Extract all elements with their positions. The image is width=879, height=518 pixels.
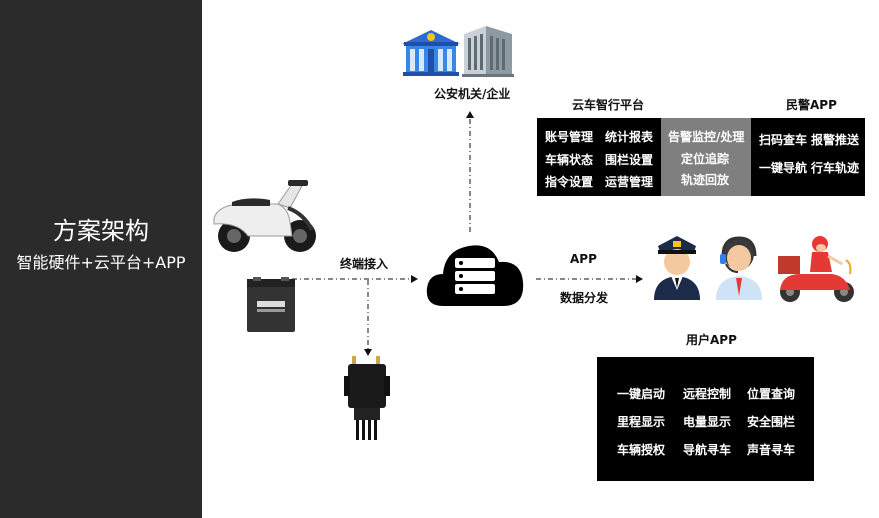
customer-service-icon (716, 236, 762, 300)
user-feature: 一键启动 (617, 387, 666, 401)
cloud-feature: 轨迹回放 (681, 173, 730, 187)
cloud-feature: 围栏设置 (605, 153, 654, 167)
police-feature: 行车轨迹 (811, 161, 860, 175)
label-cloud-platform: 云车智行平台 (572, 98, 645, 112)
label-data-distribution: 数据分发 (560, 291, 609, 305)
cloud-feature: 告警监控/处理 (668, 130, 745, 144)
label-police-company: 公安机关/企业 (434, 87, 511, 101)
label-police-app: 民警APP (786, 98, 837, 112)
cloud-server-icon (426, 245, 524, 306)
electric-scooter-icon (213, 180, 316, 252)
cloud-feature: 统计报表 (605, 130, 654, 144)
cloud-feature: 账号管理 (545, 130, 594, 144)
label-user-app: 用户APP (686, 333, 737, 347)
cloud-feature: 指令设置 (545, 175, 594, 189)
cloud-feature: 定位追踪 (681, 152, 730, 166)
government-buildings-icon (402, 26, 514, 77)
sidebar-subtitle: 智能硬件+云平台+APP (16, 253, 186, 272)
user-feature: 车辆授权 (617, 443, 666, 457)
user-app-features: 一键启动 远程控制 位置查询 里程显示 电量显示 安全围栏 车辆授权 导航寻车 … (597, 357, 814, 481)
user-feature: 导航寻车 (683, 443, 732, 457)
gps-tracker-icon (344, 356, 390, 440)
user-feature: 电量显示 (683, 415, 732, 429)
police-officer-icon (654, 236, 700, 300)
police-app-features: 扫码查车 报警推送 一键导航 行车轨迹 (751, 118, 865, 196)
sidebar-title: 方案架构 (53, 217, 149, 245)
battery-controller-icon (247, 277, 295, 332)
cloud-platform-features: 账号管理 车辆状态 指令设置 统计报表 围栏设置 运营管理 告警监控/处理 定位… (537, 118, 751, 196)
user-feature: 位置查询 (747, 387, 796, 401)
label-app: APP (570, 252, 597, 266)
police-feature: 扫码查车 (759, 133, 808, 147)
alarm-panel (661, 118, 751, 196)
police-feature: 一键导航 (759, 161, 808, 175)
police-feature: 报警推送 (811, 133, 860, 147)
label-terminal-access: 终端接入 (340, 257, 389, 271)
user-feature: 安全围栏 (747, 415, 796, 429)
user-feature: 远程控制 (683, 387, 732, 401)
sidebar: 方案架构 智能硬件+云平台+APP (0, 0, 202, 518)
delivery-rider-icon (778, 236, 854, 302)
cloud-feature: 车辆状态 (545, 153, 594, 167)
user-feature: 里程显示 (617, 415, 666, 429)
cloud-feature: 运营管理 (605, 175, 654, 189)
user-feature: 声音寻车 (747, 443, 796, 457)
